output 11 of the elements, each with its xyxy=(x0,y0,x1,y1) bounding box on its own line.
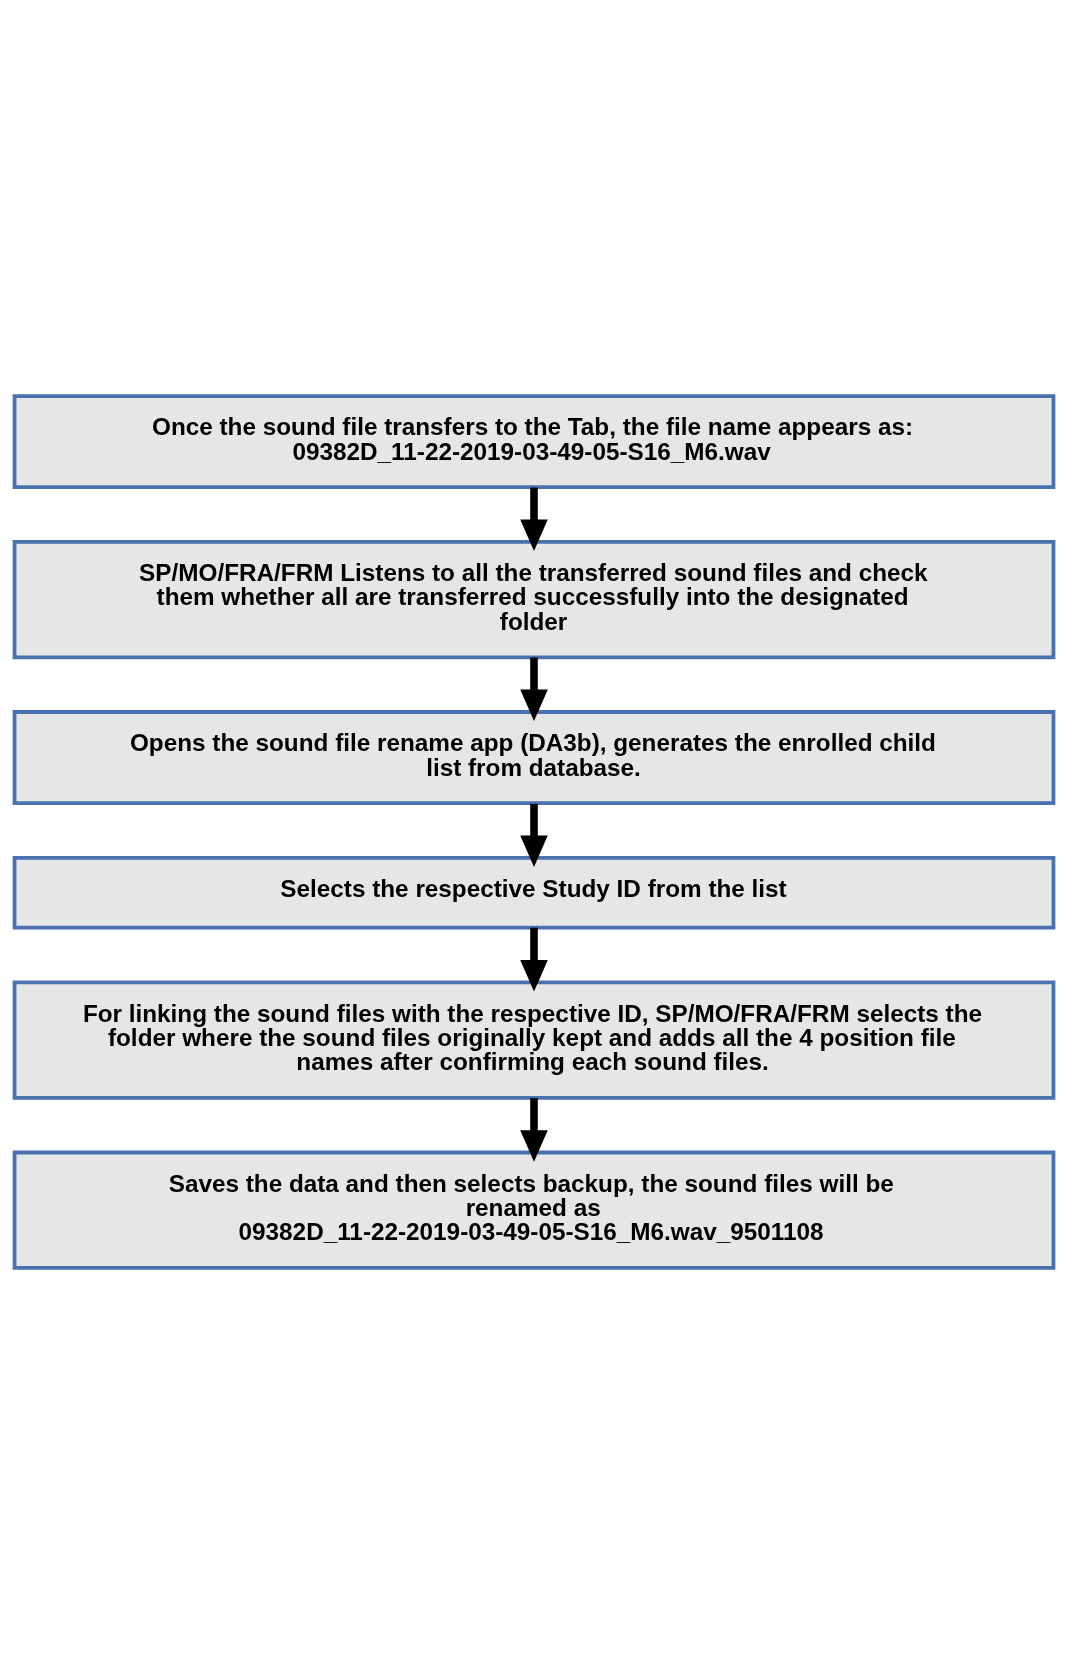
arrow xyxy=(520,1097,548,1162)
arrow xyxy=(520,803,548,867)
node-box: For linking the sound files with the respective ID, SP/MO/FRA/FRM selects the folder where the sound files originally kept and adds all the 4 position file names after confirming each sound files. xyxy=(12,979,1056,1100)
node-box: Selects the respective Study ID from the list xyxy=(12,855,1056,930)
node-box: Opens the sound file rename app (DA3b), generates the enrolled child list from database. xyxy=(12,709,1056,805)
arrow xyxy=(520,927,548,992)
arrow xyxy=(520,657,548,721)
node-box: Saves the data and then selects backup, the sound files will be renamed as 09382D_11-22-2019-03-49-05-S16_M6.wav_9501108 xyxy=(12,1150,1056,1270)
node-box: Once the sound file transfers to the Tab, the file name appears as: 09382D_11-22-2019-03-49-05-S16_M6.wav xyxy=(12,393,1056,489)
arrow xyxy=(520,487,548,551)
node-box: SP/MO/FRA/FRM Listens to all the transferred sound files and check them whether all are transferred successfully into the designated folder xyxy=(12,539,1056,659)
